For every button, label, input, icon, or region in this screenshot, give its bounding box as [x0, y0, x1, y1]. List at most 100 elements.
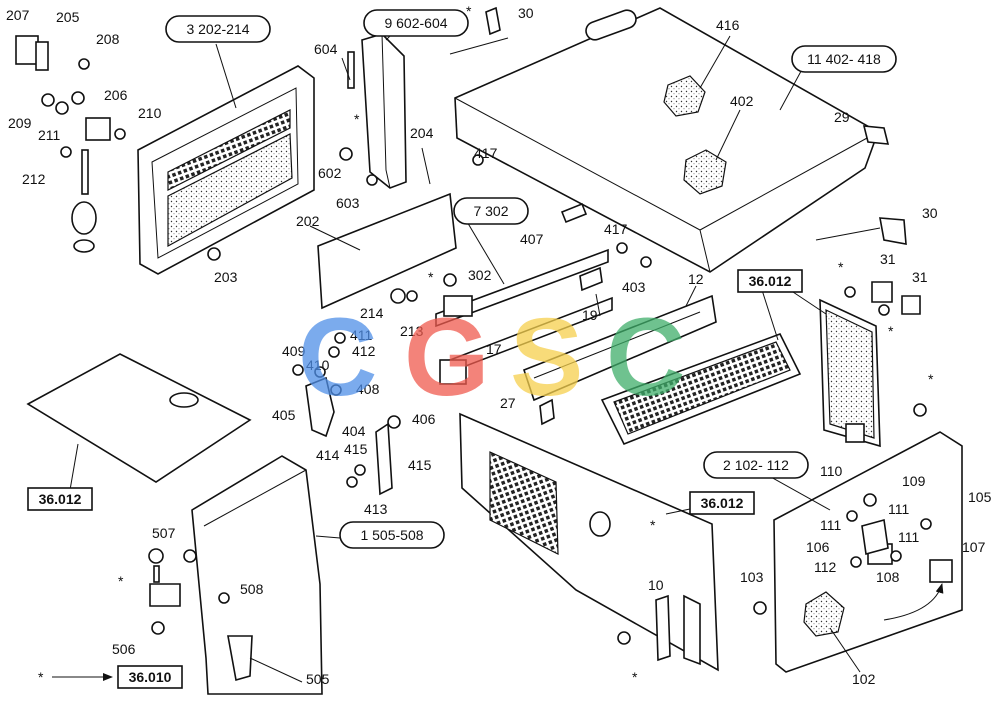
callout: 31: [912, 269, 928, 285]
callout: 12: [688, 271, 704, 287]
callout: 214: [360, 305, 384, 321]
callout: 406: [412, 411, 436, 427]
ref-pill-text: 11 402- 418: [807, 51, 881, 67]
callout: 507: [152, 525, 176, 541]
callout: 415: [408, 457, 432, 473]
callout: *: [650, 517, 656, 533]
right-side-dotted-panel: [819, 298, 881, 448]
inner-plate: [317, 192, 457, 310]
callout: 411: [350, 327, 373, 343]
ref-pill-text: 7 302: [473, 203, 508, 219]
ref-box-text: 36.012: [39, 491, 82, 507]
callouts-top-right: 416 402 29 30 417 407 417 403 12 * 31 31…: [474, 17, 938, 339]
callout: 105: [968, 489, 992, 505]
callouts-top-left: 207 205 208 206 209 211 210 212: [6, 7, 162, 187]
callout: 19: [582, 307, 598, 323]
callout: 205: [56, 9, 80, 25]
callout: 417: [474, 145, 498, 161]
callout: 29: [834, 109, 850, 125]
watermark-letter: C: [298, 296, 377, 419]
callout: *: [428, 269, 434, 285]
callout: 31: [880, 251, 896, 267]
callout: 210: [138, 105, 162, 121]
callout: *: [888, 323, 894, 339]
top-cover: [454, 7, 879, 273]
watermark-logo: C G S C: [298, 296, 685, 419]
hinge-hardware: [15, 35, 126, 253]
ref-pill-text: 3 202-214: [186, 21, 249, 37]
callout: *: [838, 259, 844, 275]
callout: 412: [352, 343, 376, 359]
callout: *: [354, 111, 360, 127]
ref-pill-text: 9 602-604: [384, 15, 447, 31]
callout: 107: [962, 539, 986, 555]
ref-box: [689, 491, 755, 515]
callout: 409: [282, 343, 306, 359]
ref-box-text: 36.012: [749, 273, 792, 289]
callout: 109: [902, 473, 926, 489]
callout: 111: [888, 501, 909, 517]
front-left-panel: [137, 65, 315, 275]
reference-pills: 3 202-214 9 602-604 11 402- 418 7 302 2 …: [165, 9, 897, 549]
callout: 108: [876, 569, 900, 585]
callout: 410: [306, 357, 330, 373]
callout: 213: [400, 323, 424, 339]
callout: 110: [820, 463, 843, 479]
callout: 208: [96, 31, 120, 47]
callout: 404: [342, 423, 366, 439]
callout: *: [632, 669, 638, 685]
callout: 206: [104, 87, 128, 103]
callout: 505: [306, 671, 330, 687]
center-hinge-hardware: [292, 154, 652, 496]
right-hinge-hardware: [846, 493, 932, 568]
ref-pill-text: 1 505-508: [360, 527, 423, 543]
grate: [600, 333, 802, 446]
callout: 417: [604, 221, 628, 237]
bottom-hardware: [148, 548, 701, 682]
callout: 106: [806, 539, 830, 555]
tray-12: [523, 294, 717, 402]
callout: 211: [38, 127, 61, 143]
ref-pill: [703, 451, 809, 479]
ref-pill-text: 2 102- 112: [723, 457, 789, 473]
callouts-right: * 110 109 111 111 111 105 106 107 112 10…: [740, 371, 992, 687]
callout: 405: [272, 407, 296, 423]
callout: 603: [336, 195, 360, 211]
callout: 212: [22, 171, 46, 187]
rail-302: [435, 248, 613, 385]
ref-box: [117, 665, 183, 689]
lower-left-panel: [191, 455, 323, 695]
callout: *: [466, 3, 472, 19]
callout: 416: [716, 17, 740, 33]
callout: 408: [356, 381, 380, 397]
callout: 103: [740, 569, 764, 585]
center-back-panel: [459, 412, 719, 672]
callout: 414: [316, 447, 340, 463]
bottom-plate: [26, 353, 252, 483]
callout: 209: [8, 115, 32, 131]
callout: 112: [814, 559, 837, 575]
footnote-asterisk: *: [38, 669, 44, 685]
watermark-letter: G: [404, 296, 490, 419]
ref-pill: [453, 197, 529, 225]
ref-box: [737, 269, 803, 293]
callout: *: [928, 371, 934, 387]
ref-pill: [363, 9, 469, 37]
callout: 111: [898, 529, 919, 545]
callout: 302: [468, 267, 492, 283]
callouts-top-middle: 604 * 602 603 204 202 203 * 30: [214, 3, 534, 285]
callout: 508: [240, 581, 264, 597]
ref-pill: [791, 45, 897, 73]
callout: 102: [852, 671, 876, 687]
callout: 204: [410, 125, 434, 141]
watermark-letter: C: [606, 296, 685, 419]
callout: 402: [730, 93, 754, 109]
leader-lines: [69, 31, 861, 683]
callout: 403: [622, 279, 646, 295]
callout: 413: [364, 501, 388, 517]
watermark-letter: S: [510, 296, 583, 419]
callout: 604: [314, 41, 338, 57]
reference-boxes: 36.012 36.012 36.012 36.010: [27, 269, 803, 689]
ref-box-text: 36.012: [701, 495, 744, 511]
